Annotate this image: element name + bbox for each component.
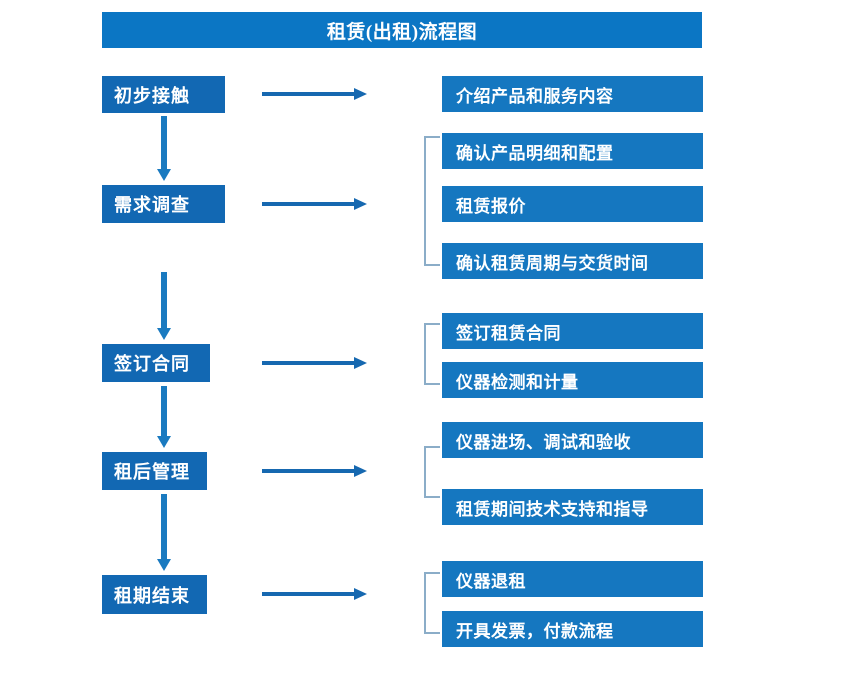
- stage-box-qianding-hetong[interactable]: 签订合同: [102, 344, 210, 382]
- detail-box-yiqi-jiance-jiliang[interactable]: 仪器检测和计量: [442, 362, 703, 398]
- vertical-arrow-3: [156, 386, 172, 448]
- detail-box-queren-chanpin-mingxi[interactable]: 确认产品明细和配置: [442, 133, 703, 169]
- detail-box-zulin-baojia[interactable]: 租赁报价: [442, 186, 703, 222]
- horizontal-arrow-4: [262, 463, 367, 479]
- page-title: 租赁(出租)流程图: [102, 12, 702, 48]
- group-bracket-zuqi-jieshu: [424, 572, 440, 634]
- group-bracket-xuqiu-diaocha: [424, 136, 440, 266]
- detail-box-yiqi-tuizu[interactable]: 仪器退租: [442, 561, 703, 597]
- detail-box-queren-zulin-zhouqi[interactable]: 确认租赁周期与交货时间: [442, 243, 703, 279]
- horizontal-arrow-2: [262, 196, 367, 212]
- vertical-arrow-2: [156, 272, 172, 340]
- horizontal-arrow-1: [262, 86, 367, 102]
- detail-box-kaiju-fapiao[interactable]: 开具发票，付款流程: [442, 611, 703, 647]
- detail-box-yiqi-jinchang-tiaoshi[interactable]: 仪器进场、调试和验收: [442, 422, 703, 458]
- group-bracket-zuhou-guanli: [424, 446, 440, 498]
- vertical-arrow-4: [156, 494, 172, 571]
- stage-box-zuhou-guanli[interactable]: 租后管理: [102, 452, 207, 490]
- detail-box-jieshao-chanpin[interactable]: 介绍产品和服务内容: [442, 76, 703, 112]
- detail-box-zulin-qijian-jishu-zhichi[interactable]: 租赁期间技术支持和指导: [442, 489, 703, 525]
- stage-box-zuqi-jieshu[interactable]: 租期结束: [102, 575, 207, 614]
- stage-box-chubu-jiechu[interactable]: 初步接触: [102, 76, 225, 113]
- stage-box-xuqiu-diaocha[interactable]: 需求调查: [102, 185, 225, 223]
- detail-box-qianding-zulin-hetong[interactable]: 签订租赁合同: [442, 313, 703, 349]
- horizontal-arrow-3: [262, 355, 367, 371]
- group-bracket-qianding-hetong: [424, 323, 440, 385]
- horizontal-arrow-5: [262, 586, 367, 602]
- vertical-arrow-1: [156, 116, 172, 181]
